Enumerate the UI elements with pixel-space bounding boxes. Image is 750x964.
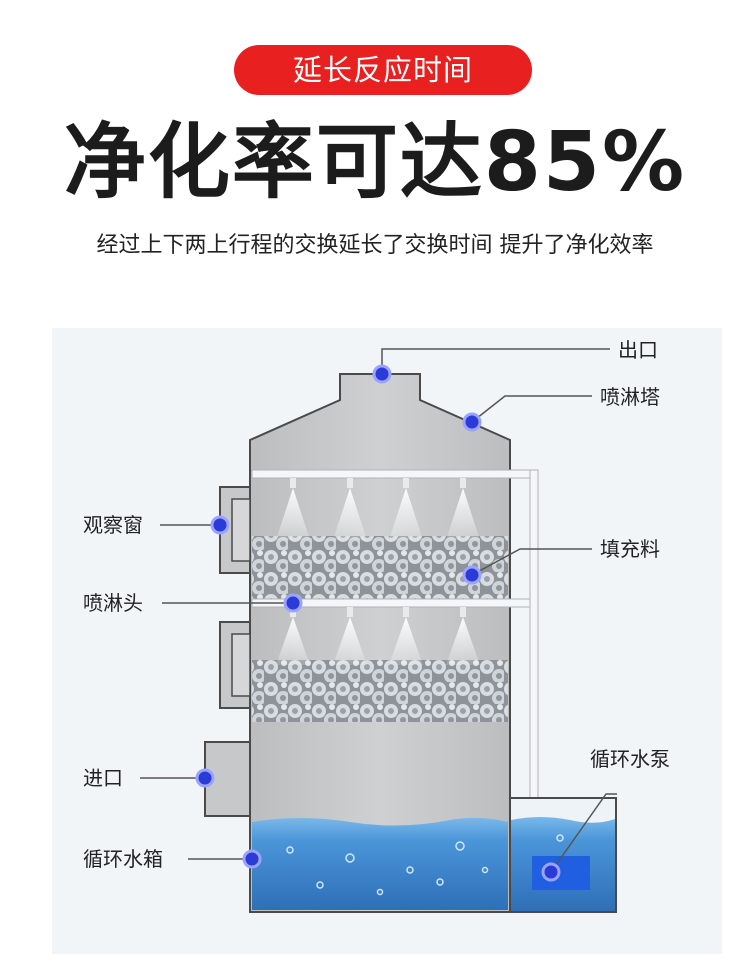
label-inlet: 进口	[83, 766, 123, 790]
tower-body	[249, 373, 511, 913]
packing-upper	[252, 536, 508, 600]
label-tank: 循环水箱	[83, 847, 163, 871]
headline: 净化率可达85%	[63, 115, 687, 210]
subtitle: 经过上下两上行程的交换延长了交换时间 提升了净化效率	[96, 233, 654, 258]
bubbles	[286, 834, 564, 896]
label-outlet: 出口	[618, 338, 658, 362]
label-packing: 填充料	[600, 537, 660, 561]
label-window: 观察窗	[83, 513, 143, 537]
callout-markers	[195, 364, 561, 882]
spray-pipe-upper	[251, 469, 539, 479]
circulating-water	[252, 817, 508, 910]
label-nozzle: 喷淋头	[83, 591, 143, 615]
spray-nozzles-lower	[276, 607, 480, 665]
spray-nozzles-upper	[276, 478, 480, 540]
label-tower: 喷淋塔	[600, 385, 660, 409]
packing-lower	[252, 660, 508, 722]
water-pump	[532, 856, 590, 890]
title-badge: 延长反应时间	[234, 45, 532, 95]
label-pump: 循环水泵	[590, 747, 670, 771]
